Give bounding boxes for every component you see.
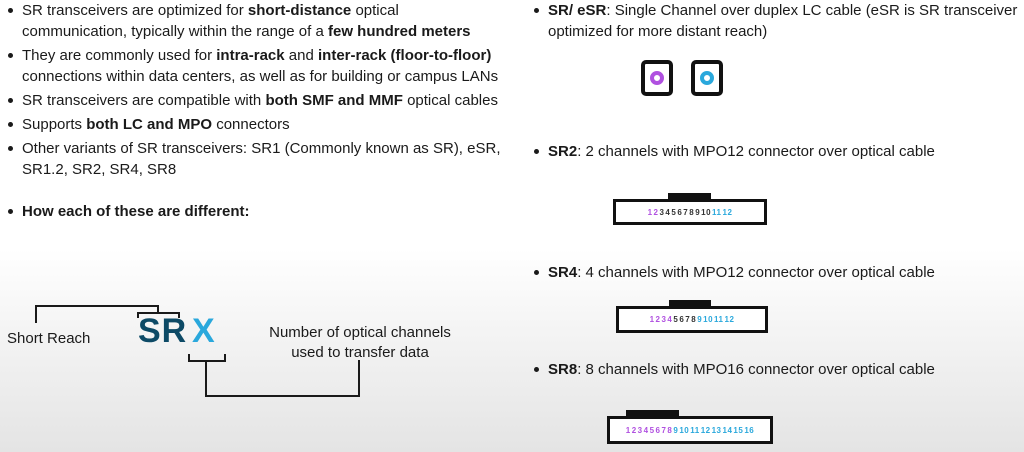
fiber-ring-icon [700,71,714,85]
fiber-pin-label: 9 [695,207,701,217]
fiber-pin-label: 11 [714,315,724,324]
fiber-pin-label: 2 [631,425,637,435]
sr-text: SR [138,312,188,350]
fiber-pin-label: 10 [701,207,712,217]
fiber-pin-label: 4 [667,315,673,324]
fiber-pin-label: 8 [689,207,695,217]
fiber-pin-label: 2 [655,315,661,324]
sr2-item: SR2: 2 channels with MPO12 connector ove… [534,141,1024,165]
lc-port-teal [691,60,723,96]
fiber-pin-label: 8 [667,425,673,435]
fiber-pin-label: 9 [697,315,703,324]
fiber-pin-label: 16 [744,425,755,435]
heading-bullet: How each of these are different: [8,201,508,222]
bullet-item: SR transceivers are compatible with both… [8,90,508,111]
fiber-pin-label: 8 [691,315,697,324]
fiber-pin-label: 1 [647,207,653,217]
fiber-pin-label: 5 [671,207,677,217]
fiber-pin-label: 14 [722,425,733,435]
fiber-pin-label: 13 [711,425,722,435]
fiber-pin-label: 6 [679,315,685,324]
sr-bullet-list: SR transceivers are optimized for short-… [8,0,508,225]
fiber-pin-label: 1 [649,315,655,324]
fiber-pin-label: 7 [661,425,667,435]
fiber-pin-label: 5 [649,425,655,435]
fiber-pin-label: 5 [673,315,679,324]
bullet-item: Supports both LC and MPO connectors [8,114,508,135]
fiber-pin-label: 12 [722,207,733,217]
sr8-item: SR8: 8 channels with MPO16 connector ove… [534,359,1024,383]
fiber-pin-label: 6 [655,425,661,435]
bullet-item: They are commonly used for intra-rack an… [8,45,508,87]
bullet-item: Other variants of SR transceivers: SR1 (… [8,138,508,180]
fiber-pin-label: 11 [690,425,700,435]
fiber-pin-label: 10 [703,315,714,324]
short-reach-label: Short Reach [7,330,91,347]
fiber-ring-icon [650,71,664,85]
fiber-pin-label: 10 [679,425,690,435]
sr4-item: SR4: 4 channels with MPO12 connector ove… [534,262,1024,286]
fiber-pin-label: 3 [637,425,643,435]
fiber-pin-label: 4 [665,207,671,217]
bullet-item: SR transceivers are optimized for short-… [8,0,508,42]
fiber-pin-label: 15 [733,425,744,435]
fiber-pin-label: 4 [643,425,649,435]
lc-port-purple [641,60,673,96]
fiber-pin-label: 1 [625,425,631,435]
fiber-pin-label: 9 [673,425,679,435]
fiber-pin-label: 12 [724,315,735,324]
x-text: X [192,312,215,350]
fiber-pin-label: 2 [653,207,659,217]
fiber-pin-label: 7 [685,315,691,324]
fiber-pin-label: 12 [700,425,711,435]
fiber-pin-label: 7 [683,207,689,217]
fiber-pin-label: 6 [677,207,683,217]
fiber-pin-label: 3 [661,315,667,324]
fiber-pin-label: 3 [659,207,665,217]
fiber-pin-label: 11 [712,207,722,217]
sresr-item: SR/ eSR: Single Channel over duplex LC c… [534,0,1024,45]
